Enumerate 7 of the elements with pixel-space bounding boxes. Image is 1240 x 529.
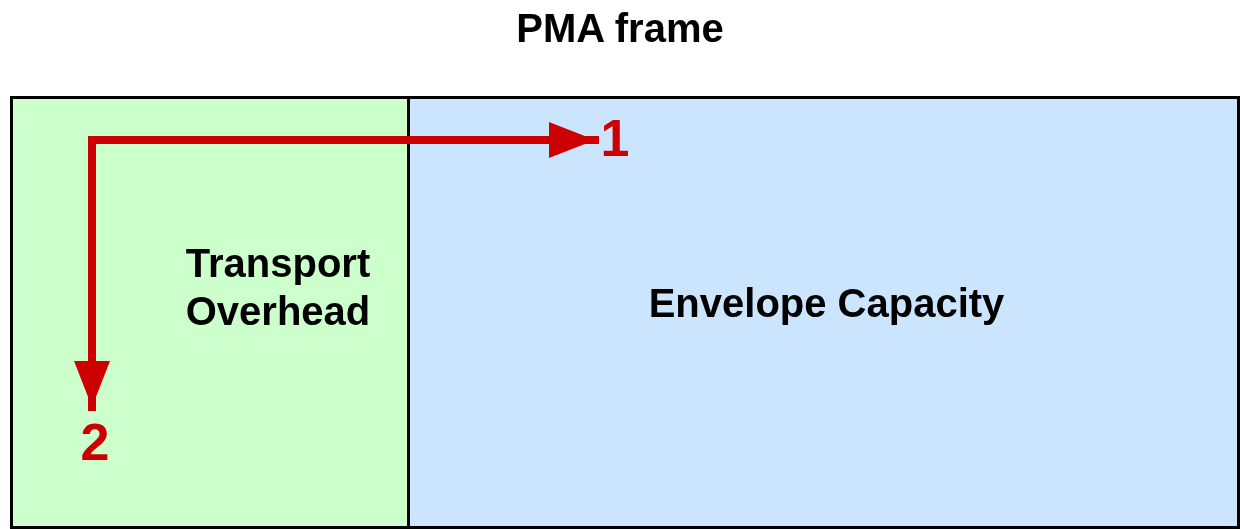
section-label: Transport Overhead [184,240,372,335]
section-label: Envelope Capacity [647,280,1006,327]
callout-number: 1 [595,103,635,173]
overhead-section [10,96,410,529]
payload-section [407,96,1240,529]
diagram-title: PMA frame [515,5,725,52]
callout-number: 2 [73,407,117,477]
